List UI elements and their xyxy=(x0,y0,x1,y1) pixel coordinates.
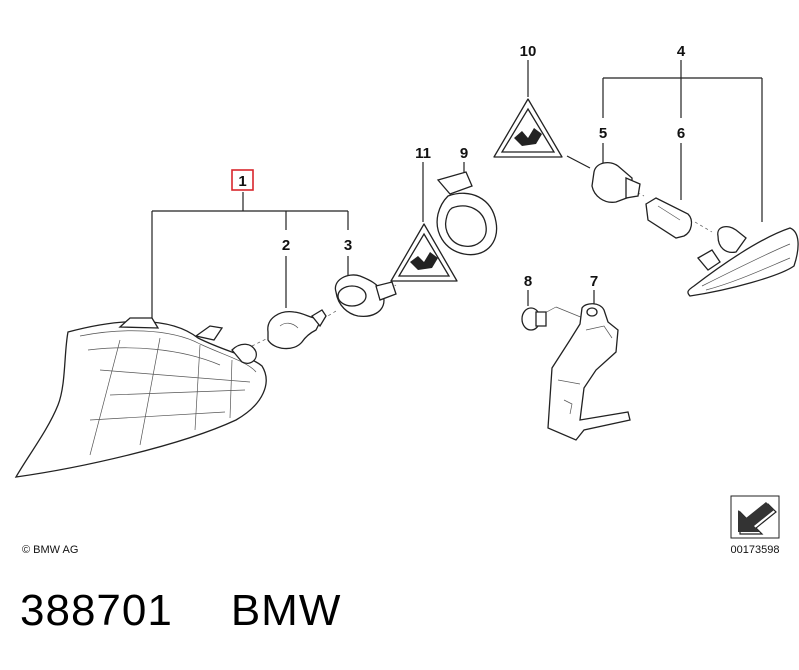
bulb-2[interactable] xyxy=(267,309,327,350)
callout-10[interactable]: 10 xyxy=(520,43,537,60)
callout-11[interactable]: 11 xyxy=(415,145,431,162)
warning-label-10[interactable] xyxy=(493,98,563,158)
turn-indicator-housing[interactable] xyxy=(14,317,267,478)
mounting-bracket-7[interactable] xyxy=(547,303,631,441)
bulb-socket-3[interactable] xyxy=(334,274,397,318)
caption: 388701 BMW xyxy=(20,586,341,636)
selected-callout-box[interactable] xyxy=(231,169,254,191)
callouts: 1 2 3 4 5 6 7 8 9 10 11 xyxy=(231,43,686,290)
bulb-5[interactable] xyxy=(591,161,641,203)
part-number: 388701 xyxy=(20,586,173,635)
clip-ring-9[interactable] xyxy=(436,171,498,256)
direction-arrow-icon xyxy=(730,495,780,539)
callout-3[interactable]: 3 xyxy=(344,237,352,254)
callout-2[interactable]: 2 xyxy=(282,237,290,254)
callout-5[interactable]: 5 xyxy=(599,125,607,142)
callout-1[interactable]: 1 xyxy=(238,173,246,190)
side-marker-light-4[interactable] xyxy=(687,225,799,297)
callout-8[interactable]: 8 xyxy=(524,273,532,290)
warning-label-11[interactable] xyxy=(390,223,458,282)
parts-diagram: 1 2 3 4 5 6 7 8 9 10 11 © BMW AG 0017359… xyxy=(14,43,799,556)
callout-9[interactable]: 9 xyxy=(460,145,468,162)
callout-6[interactable]: 6 xyxy=(677,125,685,142)
copyright-text: © BMW AG xyxy=(22,544,78,556)
callout-7[interactable]: 7 xyxy=(590,273,598,290)
callout-4[interactable]: 4 xyxy=(677,43,686,60)
bulb-6[interactable] xyxy=(645,197,693,239)
push-rivet-8[interactable] xyxy=(521,307,547,331)
image-number: 00173598 xyxy=(731,544,780,556)
brand-name: BMW xyxy=(230,586,342,635)
